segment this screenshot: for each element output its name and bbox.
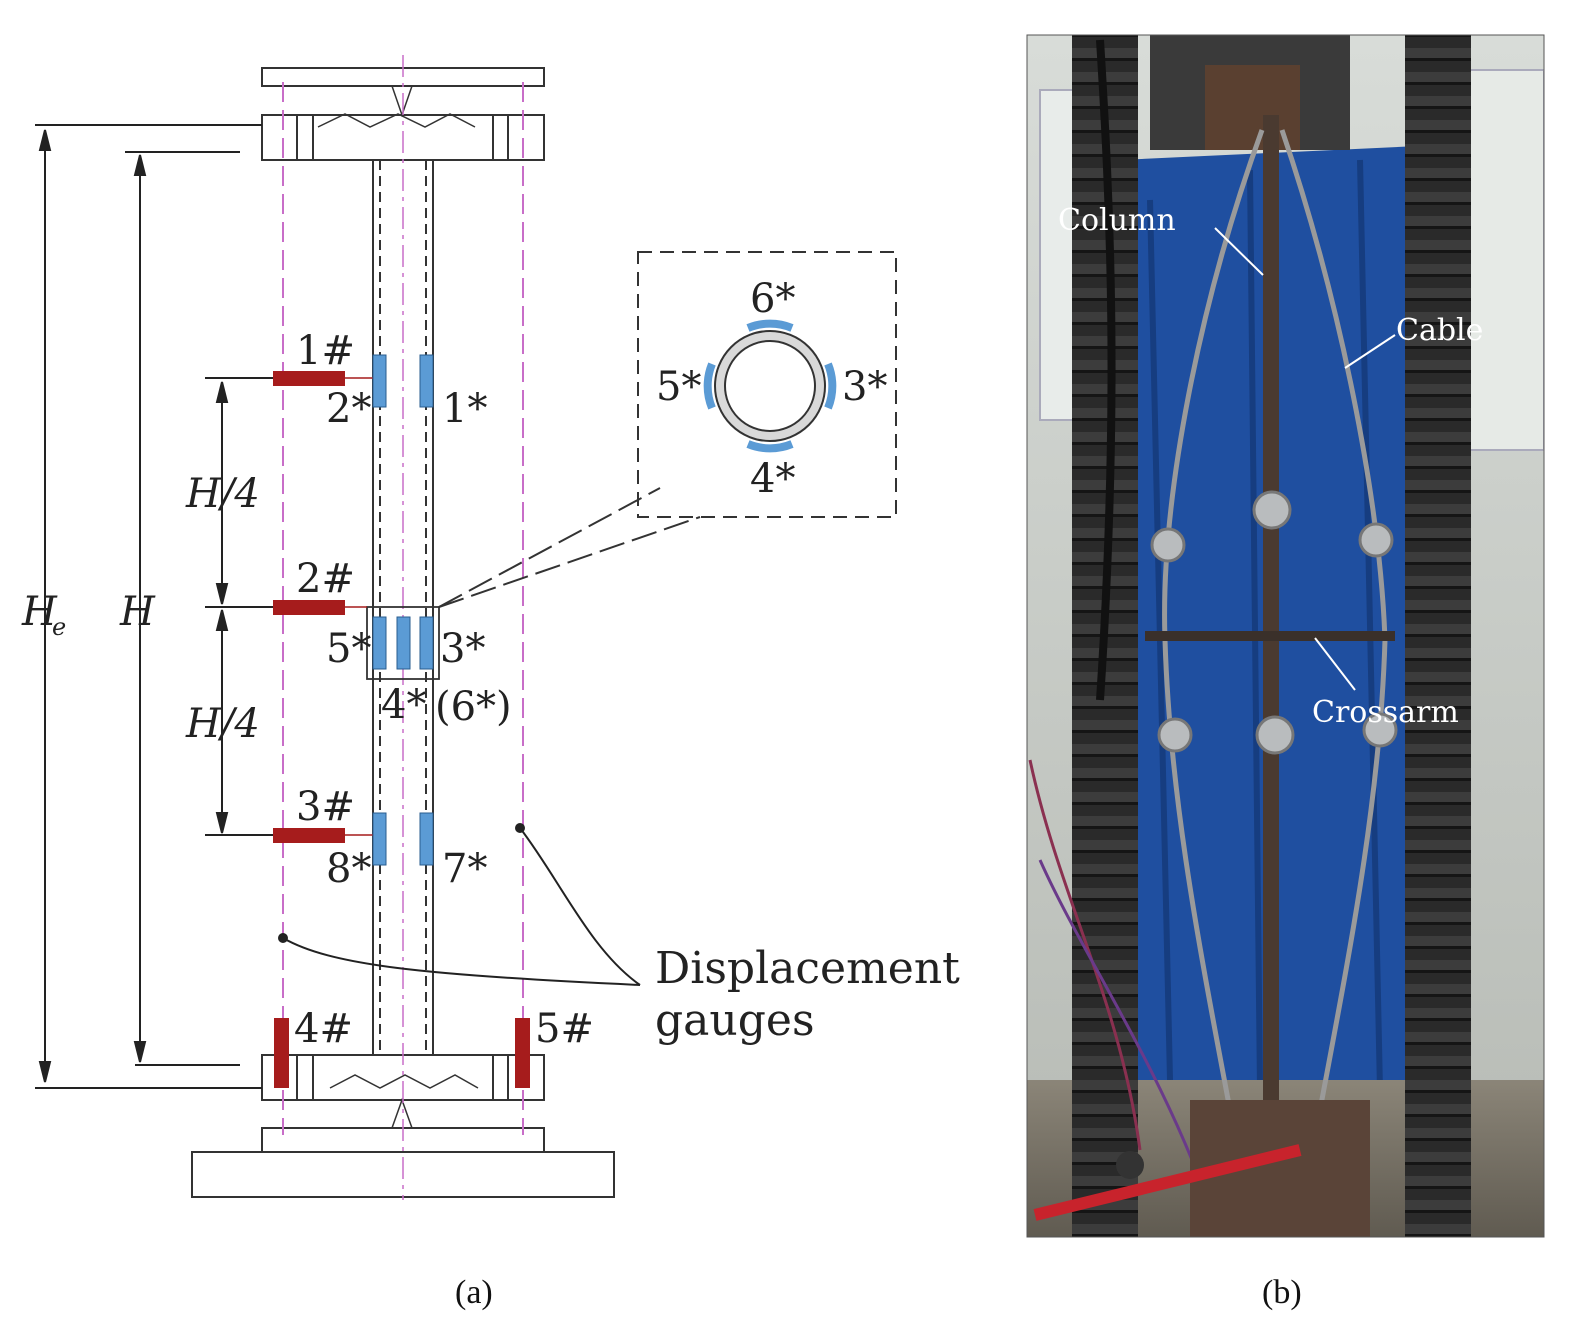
label-strain-8: 8* [326,846,371,892]
panel-a-drawing [191,55,615,1200]
guide-lines [282,82,524,1135]
label-strain-7: 7* [442,846,487,892]
callout-gauges: gauges [655,995,815,1046]
displacement-gauge-5 [515,1018,530,1088]
label-h-quarter-upper: H/4 [185,471,260,517]
caption-b: (b) [1262,1274,1302,1311]
inset-label-left: 5* [656,364,701,410]
callout-displacement: Displacement [655,943,960,994]
label-strain-1: 1* [442,386,487,432]
inset-label-top: 6* [750,276,795,322]
label-gauge-1: 1# [296,328,355,374]
label-strain-6: (6*) [435,684,512,730]
label-h: H [119,589,156,635]
panel-b-photo [1026,34,1545,1238]
displacement-gauge-1 [273,371,345,386]
caption-a: (a) [455,1274,493,1311]
label-strain-3: 3* [440,626,485,672]
label-strain-5: 5* [326,626,371,672]
label-gauge-5: 5# [535,1006,594,1052]
photo-label-column: Column [1058,203,1176,238]
inset-label-bottom: 4* [750,456,795,502]
label-strain-2: 2* [326,386,371,432]
label-h-quarter-lower: H/4 [185,701,260,747]
inset-label-right: 3* [842,364,887,410]
photo-label-cable: Cable [1396,313,1483,348]
displacement-gauge-bars [273,371,530,1088]
label-he-sub: e [52,613,66,641]
label-strain-4: 4* [381,682,426,728]
photo-label-crossarm: Crossarm [1312,695,1459,730]
panel-b-labels: Column Cable Crossarm (b) [1058,203,1483,1311]
callout-leaders [278,823,641,986]
label-gauge-2: 2# [296,556,355,602]
cross-section-inset [438,251,897,608]
displacement-gauge-3 [273,828,345,843]
strain-gauge-bars [372,354,434,866]
label-he: H [21,589,58,635]
label-gauge-4: 4# [294,1006,353,1052]
displacement-gauge-4 [274,1018,289,1088]
dimension-lines [35,124,373,1089]
panel-a-labels: H e H H/4 H/4 1# 2# 3# 4# 5# 2* 1* 5* 3*… [21,276,960,1311]
label-gauge-3: 3# [296,784,355,830]
displacement-gauge-2 [273,600,345,615]
